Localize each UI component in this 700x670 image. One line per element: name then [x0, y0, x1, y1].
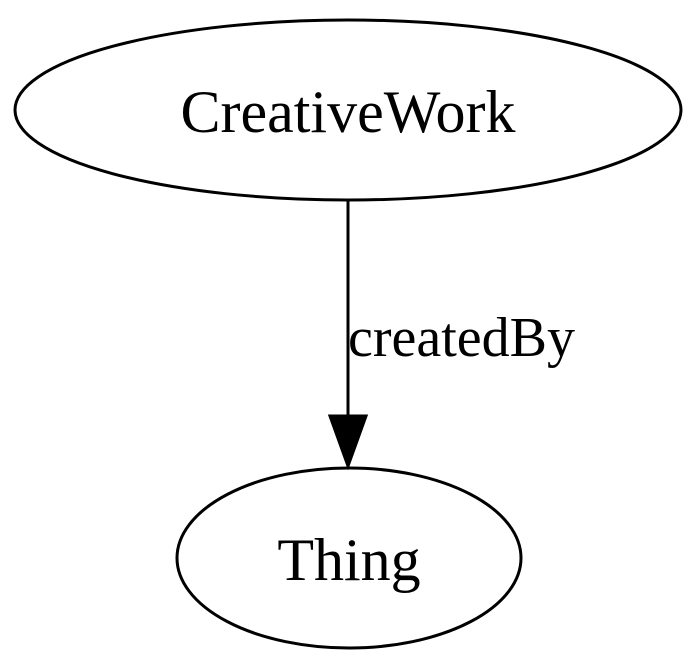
node-thing: Thing [175, 466, 523, 650]
node-creativework-label: CreativeWork [180, 79, 515, 145]
node-thing-shape [175, 466, 523, 650]
edge-createdby-label: createdBy [348, 307, 575, 369]
edge-createdby-arrowhead [327, 414, 369, 471]
node-creativework: CreativeWork [13, 18, 683, 202]
node-thing-label: Thing [277, 527, 420, 593]
edge-createdby: createdBy [327, 200, 575, 471]
